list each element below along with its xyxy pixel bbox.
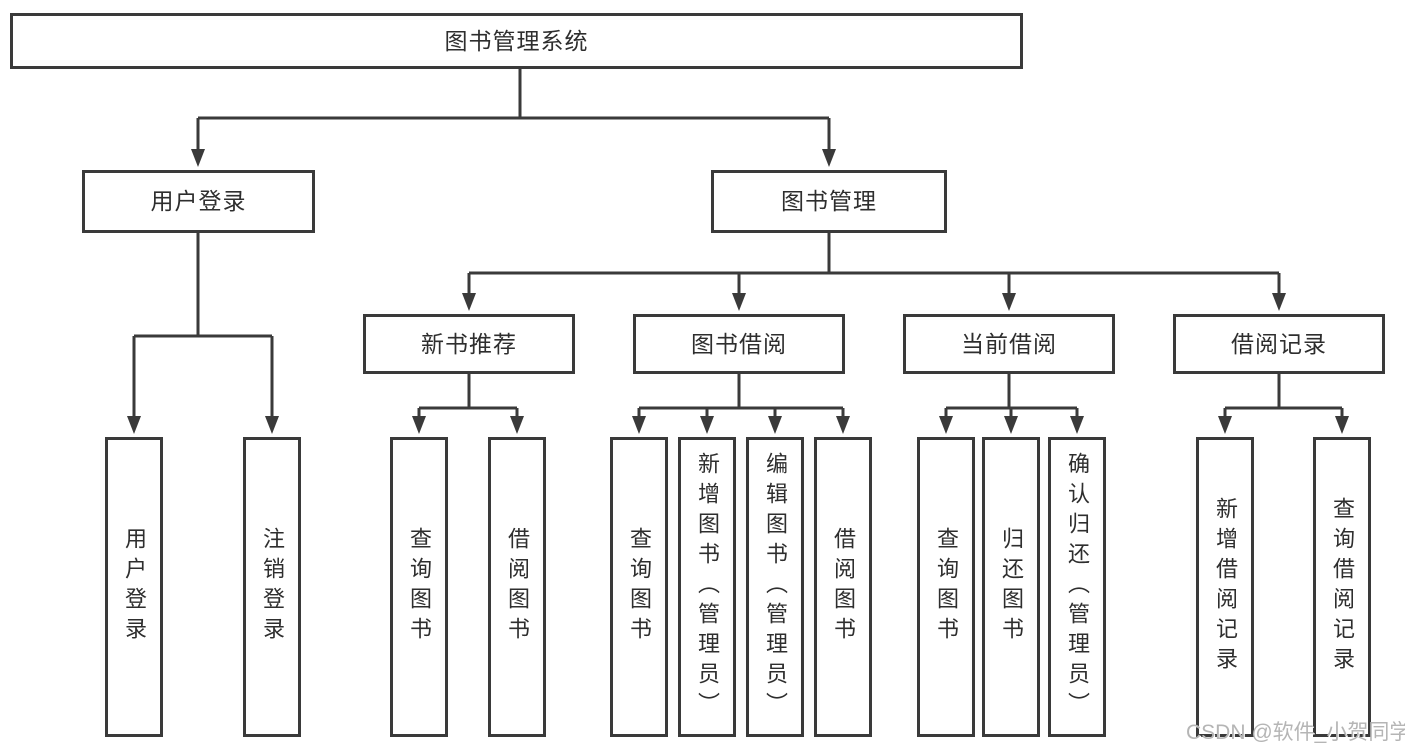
connector-userlogin-to-leaves bbox=[127, 233, 279, 434]
node-leaf-user-login: 用户登录 bbox=[105, 437, 163, 737]
connector-root-to-level2 bbox=[191, 69, 836, 167]
node-book-borrowing-label: 图书借阅 bbox=[691, 330, 787, 357]
node-new-book-recommend-label: 新书推荐 bbox=[421, 330, 517, 357]
node-book-management-label: 图书管理 bbox=[781, 188, 877, 214]
node-leaf-nbr-query-books-label: 查询图书 bbox=[407, 527, 432, 647]
node-leaf-bb-add-books-admin-label: 新增图书（管理员） bbox=[695, 452, 720, 722]
node-leaf-bb-query-books: 查询图书 bbox=[610, 437, 668, 737]
node-current-borrowing: 当前借阅 bbox=[903, 314, 1115, 374]
node-leaf-cb-confirm-return-admin: 确认归还（管理员） bbox=[1048, 437, 1106, 737]
node-leaf-cb-return-books-label: 归还图书 bbox=[999, 527, 1024, 647]
node-leaf-bb-edit-books-admin-label: 编辑图书（管理员） bbox=[763, 452, 788, 722]
node-library-system-label: 图书管理系统 bbox=[444, 27, 589, 54]
node-leaf-br-query-record: 查询借阅记录 bbox=[1313, 437, 1371, 737]
connector-currentborrow-to-leaves bbox=[939, 374, 1084, 434]
connector-records-to-leaves bbox=[1218, 374, 1349, 434]
node-leaf-br-query-record-label: 查询借阅记录 bbox=[1330, 497, 1355, 677]
node-leaf-nbr-borrow-books-label: 借阅图书 bbox=[505, 527, 530, 647]
node-leaf-cb-confirm-return-admin-label: 确认归还（管理员） bbox=[1065, 452, 1090, 722]
node-leaf-br-add-record-label: 新增借阅记录 bbox=[1213, 497, 1238, 677]
node-leaf-bb-borrow-books-label: 借阅图书 bbox=[831, 527, 856, 647]
node-leaf-cb-query-books-label: 查询图书 bbox=[934, 527, 959, 647]
node-book-management: 图书管理 bbox=[711, 170, 947, 233]
node-leaf-user-login-label: 用户登录 bbox=[122, 527, 147, 647]
csdn-watermark: CSDN @软件_小贺同学 bbox=[1186, 721, 1405, 744]
node-leaf-bb-add-books-admin: 新增图书（管理员） bbox=[678, 437, 736, 737]
node-user-login-branch: 用户登录 bbox=[82, 170, 315, 233]
node-new-book-recommend: 新书推荐 bbox=[363, 314, 575, 374]
node-leaf-bb-query-books-label: 查询图书 bbox=[627, 527, 652, 647]
connector-bookborrow-to-leaves bbox=[632, 374, 850, 434]
node-borrowing-records: 借阅记录 bbox=[1173, 314, 1385, 374]
node-leaf-logout-label: 注销登录 bbox=[260, 527, 285, 647]
connector-newbook-to-leaves bbox=[412, 374, 524, 434]
node-leaf-br-add-record: 新增借阅记录 bbox=[1196, 437, 1254, 737]
node-leaf-cb-return-books: 归还图书 bbox=[982, 437, 1040, 737]
connector-bookmgmt-to-level3 bbox=[462, 233, 1286, 311]
node-user-login-branch-label: 用户登录 bbox=[150, 188, 247, 214]
node-book-borrowing: 图书借阅 bbox=[633, 314, 845, 374]
node-current-borrowing-label: 当前借阅 bbox=[961, 330, 1057, 357]
node-leaf-bb-borrow-books: 借阅图书 bbox=[814, 437, 872, 737]
node-leaf-nbr-borrow-books: 借阅图书 bbox=[488, 437, 546, 737]
node-borrowing-records-label: 借阅记录 bbox=[1231, 330, 1327, 357]
node-library-system: 图书管理系统 bbox=[10, 13, 1023, 69]
node-leaf-bb-edit-books-admin: 编辑图书（管理员） bbox=[746, 437, 804, 737]
node-leaf-nbr-query-books: 查询图书 bbox=[390, 437, 448, 737]
node-leaf-logout: 注销登录 bbox=[243, 437, 301, 737]
node-leaf-cb-query-books: 查询图书 bbox=[917, 437, 975, 737]
